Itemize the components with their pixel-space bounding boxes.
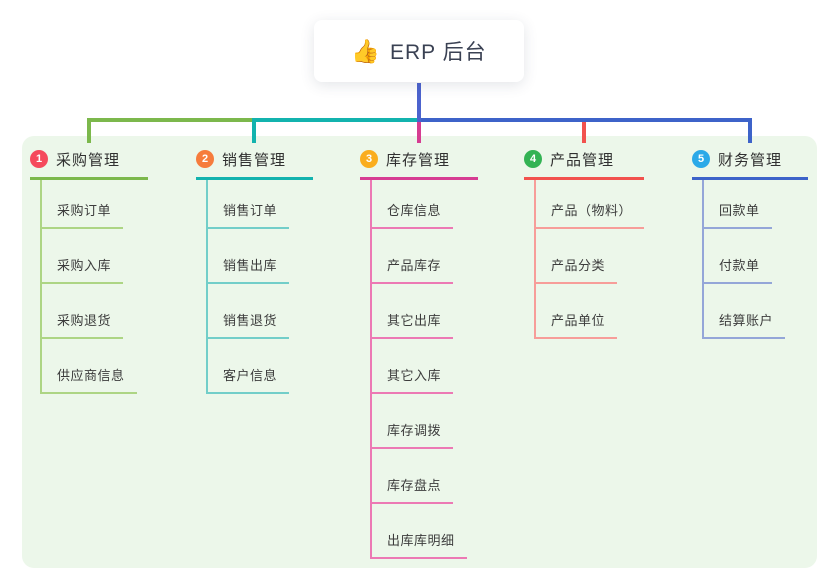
branch-2-children: 销售订单销售出库销售退货客户信息 [206, 180, 313, 394]
branch-3-number-badge: 3 [360, 150, 378, 168]
child-node-label: 产品库存 [387, 258, 442, 273]
child-node-label: 付款单 [719, 258, 760, 273]
child-node-label: 产品分类 [551, 258, 606, 273]
branch-1: 1 采购管理采购订单采购入库采购退货供应商信息 [30, 148, 148, 394]
branch-4-title: 产品管理 [550, 151, 615, 169]
child-node[interactable]: 其它出库 [372, 284, 454, 339]
branch-5: 5 财务管理回款单付款单结算账户 [692, 148, 808, 339]
child-node-label: 供应商信息 [57, 368, 125, 383]
child-node-label: 销售订单 [223, 203, 278, 218]
branch-2: 2 销售管理销售订单销售出库销售退货客户信息 [196, 148, 313, 394]
branch-3-title: 库存管理 [386, 151, 451, 169]
branch-4-children: 产品（物料） 产品分类产品单位 [534, 180, 645, 339]
child-node-label: 仓库信息 [387, 203, 442, 218]
child-node[interactable]: 客户信息 [208, 339, 290, 394]
branch-3: 3 库存管理仓库信息产品库存其它出库其它入库库存调拨库存盘点出库库明细 [360, 148, 478, 559]
child-node-label: 出库库明细 [387, 533, 455, 548]
child-node-label: 其它出库 [387, 313, 442, 328]
thumbs-up-icon: 👍 [351, 37, 380, 64]
child-node[interactable]: 供应商信息 [42, 339, 137, 394]
child-node[interactable]: 库存调拨 [372, 394, 454, 449]
child-node-label: 采购订单 [57, 203, 112, 218]
child-node[interactable]: 产品分类 [536, 229, 618, 284]
child-node-label: 结算账户 [719, 313, 774, 328]
branch-4-number-badge: 4 [524, 150, 542, 168]
child-node-label: 销售出库 [223, 258, 278, 273]
branch-1-number-badge: 1 [30, 150, 48, 168]
branch-2-number-badge: 2 [196, 150, 214, 168]
branch-5-header[interactable]: 5 财务管理 [692, 148, 808, 180]
child-node[interactable]: 销售出库 [208, 229, 290, 284]
child-node[interactable]: 库存盘点 [372, 449, 454, 504]
child-node-label: 产品单位 [551, 313, 606, 328]
child-node[interactable]: 采购退货 [42, 284, 124, 339]
child-node[interactable]: 销售退货 [208, 284, 290, 339]
child-node[interactable]: 出库库明细 [372, 504, 467, 559]
child-node[interactable]: 付款单 [704, 229, 772, 284]
child-node[interactable]: 采购入库 [42, 229, 124, 284]
child-node[interactable]: 产品单位 [536, 284, 618, 339]
branches-panel [22, 136, 817, 568]
branch-2-header[interactable]: 2 销售管理 [196, 148, 313, 180]
child-node[interactable]: 采购订单 [42, 180, 124, 229]
branch-4-header[interactable]: 4 产品管理 [524, 148, 644, 180]
child-node[interactable]: 回款单 [704, 180, 772, 229]
child-node[interactable]: 其它入库 [372, 339, 454, 394]
child-node-label: 回款单 [719, 203, 760, 218]
branch-1-header[interactable]: 1 采购管理 [30, 148, 148, 180]
child-node[interactable]: 产品库存 [372, 229, 454, 284]
child-node-label: 销售退货 [223, 313, 278, 328]
child-node[interactable]: 结算账户 [704, 284, 786, 339]
child-node-label: 客户信息 [223, 368, 278, 383]
child-node-label: 采购退货 [57, 313, 112, 328]
child-node-label: 采购入库 [57, 258, 112, 273]
branch-2-title: 销售管理 [222, 151, 287, 169]
root-title: ERP 后台 [390, 41, 487, 64]
child-node[interactable]: 产品（物料） [536, 180, 645, 229]
child-node-label: 产品（物料） [551, 203, 633, 218]
branch-3-header[interactable]: 3 库存管理 [360, 148, 478, 180]
child-node[interactable]: 仓库信息 [372, 180, 454, 229]
branch-5-number-badge: 5 [692, 150, 710, 168]
branch-4: 4 产品管理产品（物料） 产品分类产品单位 [524, 148, 645, 339]
branch-1-title: 采购管理 [56, 151, 121, 169]
branch-1-children: 采购订单采购入库采购退货供应商信息 [40, 180, 148, 394]
child-node-label: 其它入库 [387, 368, 442, 383]
branch-5-children: 回款单付款单结算账户 [702, 180, 808, 339]
branch-3-children: 仓库信息产品库存其它出库其它入库库存调拨库存盘点出库库明细 [370, 180, 478, 559]
child-node-label: 库存调拨 [387, 423, 442, 438]
child-node-label: 库存盘点 [387, 478, 442, 493]
root-node[interactable]: 👍 ERP 后台 [314, 20, 524, 82]
child-node[interactable]: 销售订单 [208, 180, 290, 229]
branch-5-title: 财务管理 [718, 151, 783, 169]
